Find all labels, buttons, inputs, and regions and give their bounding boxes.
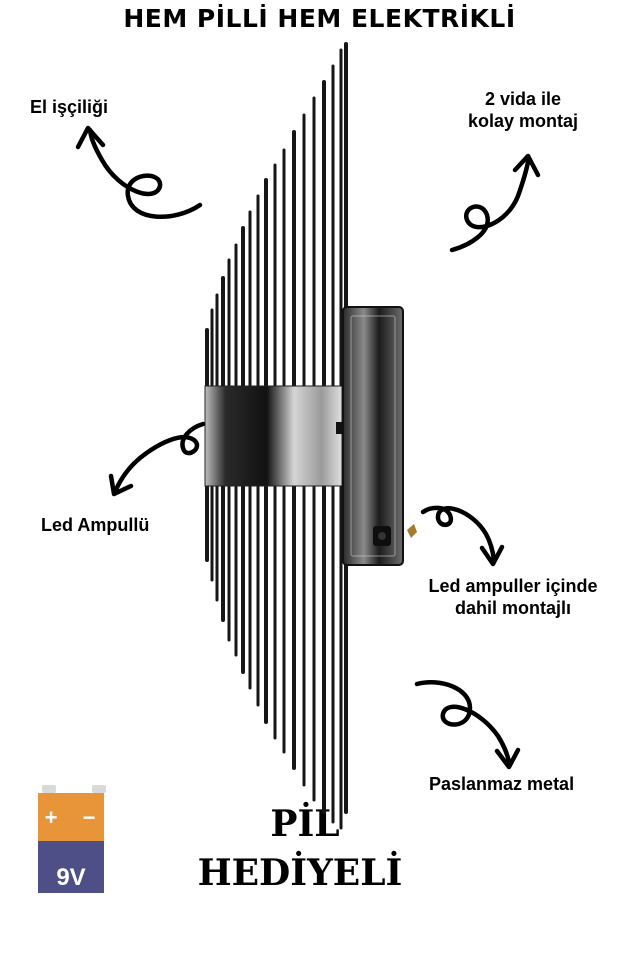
battery-9v-icon: + − 9V xyxy=(38,785,106,893)
label-led-inside: Led ampuller içinde dahil montajlı xyxy=(398,575,628,619)
label-mounting: 2 vida ile kolay montaj xyxy=(453,88,593,132)
battery-clip-icon xyxy=(407,524,417,538)
battery-voltage: 9V xyxy=(56,864,85,891)
label-stainless: Paslanmaz metal xyxy=(429,774,575,794)
label-led-inside-line1: Led ampuller içinde xyxy=(428,576,598,596)
lamp-center-band xyxy=(204,385,343,487)
headline: HEM PİLLİ HEM ELEKTRİKLİ xyxy=(123,4,516,33)
power-switch-knob xyxy=(378,532,386,540)
battery-minus-sign: − xyxy=(83,805,96,830)
battery-terminal-minus xyxy=(92,785,106,793)
battery-terminal-plus xyxy=(42,785,56,793)
battery-body xyxy=(38,841,104,893)
promo-line2: HEDİYELİ xyxy=(197,852,403,894)
label-mounting-line2: kolay montaj xyxy=(467,111,579,131)
label-mounting-line1: 2 vida ile xyxy=(484,89,562,109)
label-led-bulb: Led Ampullü xyxy=(41,515,150,535)
label-led-inside-line2: dahil montajlı xyxy=(454,598,571,618)
label-handcraft: El işçiliği xyxy=(30,97,109,117)
battery-plus-sign: + xyxy=(45,805,58,830)
wall-mount-plate xyxy=(342,306,404,566)
promo-line1: PİL xyxy=(270,803,340,845)
battery-top xyxy=(38,793,104,841)
wall-mount-plate-bevel xyxy=(350,315,396,557)
